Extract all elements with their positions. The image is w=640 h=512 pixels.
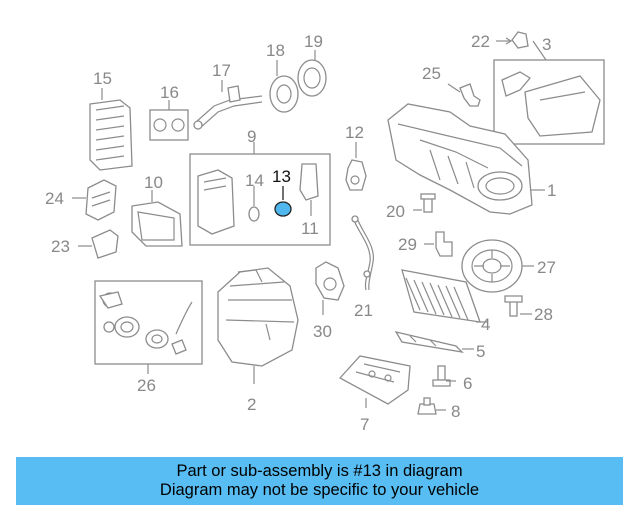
part-30 <box>315 261 345 315</box>
callout-3: 3 <box>542 35 551 54</box>
callout-15: 15 <box>93 69 112 88</box>
callout-12: 12 <box>345 123 364 142</box>
part-13-highlighted <box>274 186 292 217</box>
caption-line-disclaimer: Diagram may not be specific to your vehi… <box>159 481 480 499</box>
callout-28: 28 <box>534 305 553 324</box>
parts-diagram: 1 2 3 4 5 6 7 8 9 10 11 12 13 14 15 16 1… <box>45 31 605 434</box>
callout-7: 7 <box>360 415 369 434</box>
callout-5: 5 <box>476 342 485 361</box>
callout-13: 13 <box>272 167 291 186</box>
callout-25: 25 <box>422 64 441 83</box>
part-20 <box>413 193 436 213</box>
part-3-group <box>493 40 605 145</box>
part-9-group <box>189 142 331 246</box>
callout-18: 18 <box>266 41 285 60</box>
part-22 <box>496 31 529 49</box>
callout-16: 16 <box>160 83 179 102</box>
part-27 <box>461 239 534 293</box>
part-10 <box>131 190 183 247</box>
callout-22: 22 <box>471 32 490 51</box>
part-13-marker <box>274 201 292 217</box>
part-24 <box>72 179 117 221</box>
callout-27: 27 <box>537 258 556 277</box>
part-2 <box>217 267 299 384</box>
callout-2: 2 <box>247 395 256 414</box>
part-caption-banner: Part or sub-assembly is #13 in diagram D… <box>16 457 623 505</box>
callout-9: 9 <box>247 127 256 146</box>
callout-23: 23 <box>51 237 70 256</box>
part-16 <box>149 100 189 141</box>
callout-4: 4 <box>481 315 490 334</box>
part-5 <box>394 331 474 353</box>
part-18 <box>269 60 299 113</box>
callout-6: 6 <box>463 374 472 393</box>
callout-14: 14 <box>245 171 264 190</box>
callout-26: 26 <box>137 376 156 395</box>
part-4 <box>401 269 488 323</box>
callout-17: 17 <box>212 61 231 80</box>
part-28 <box>504 295 532 317</box>
part-25 <box>447 83 481 107</box>
part-17 <box>193 80 263 130</box>
part-19 <box>297 50 327 97</box>
callout-24: 24 <box>45 189 64 208</box>
callout-11: 11 <box>301 219 319 238</box>
part-8 <box>417 397 446 415</box>
part-23 <box>78 229 119 259</box>
part-1 <box>387 103 545 215</box>
part-6 <box>432 365 456 387</box>
part-21 <box>351 215 374 291</box>
callout-19: 19 <box>304 32 323 51</box>
part-29 <box>424 231 453 257</box>
callout-30: 30 <box>313 322 332 341</box>
callout-10: 10 <box>144 173 163 192</box>
callout-1: 1 <box>547 181 556 200</box>
caption-line-part: Part or sub-assembly is #13 in diagram <box>176 462 463 480</box>
callout-20: 20 <box>386 202 405 221</box>
part-15 <box>89 88 133 171</box>
callout-29: 29 <box>398 235 417 254</box>
part-7 <box>338 355 411 408</box>
part-26-group <box>94 280 203 374</box>
callout-8: 8 <box>451 402 460 421</box>
callout-21: 21 <box>354 301 373 320</box>
part-12 <box>345 142 367 191</box>
